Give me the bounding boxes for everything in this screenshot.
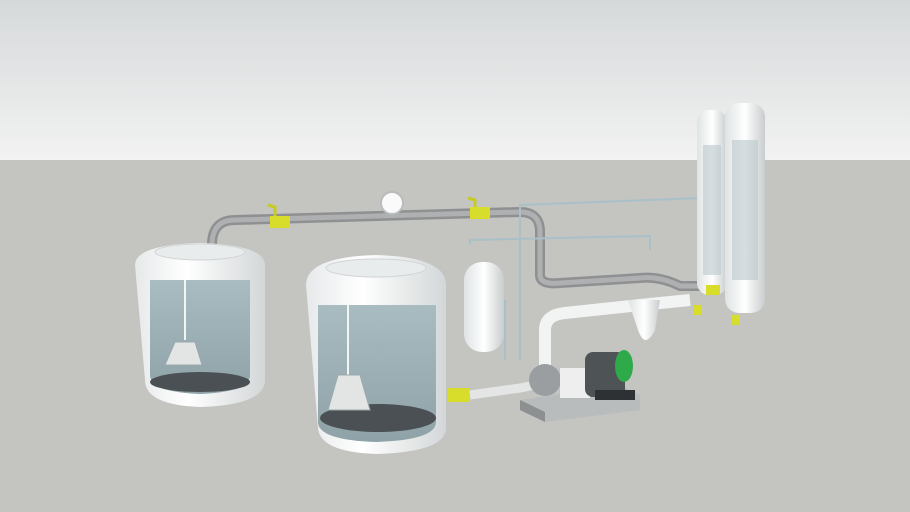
- vertical-vessel: [464, 262, 504, 352]
- valve: [270, 216, 290, 228]
- pressure-gauge: [380, 191, 404, 215]
- valve: [732, 315, 740, 325]
- valve: [706, 285, 720, 295]
- tank-left: [135, 243, 265, 407]
- suction-pipe: [469, 380, 536, 400]
- pump-motor: [520, 350, 640, 422]
- tank-center: [306, 255, 446, 454]
- column-right: [725, 103, 765, 313]
- valve: [470, 207, 490, 219]
- filter: [628, 300, 660, 340]
- column-left: [697, 110, 727, 295]
- overhead-pipe: [207, 207, 715, 291]
- valve: [448, 388, 470, 402]
- sky: [0, 0, 910, 160]
- discharge-pipe: [539, 294, 691, 370]
- valve: [694, 305, 702, 315]
- instrument-tubing: [469, 197, 701, 360]
- valve-handle: [467, 196, 477, 207]
- valve-handle: [267, 203, 277, 216]
